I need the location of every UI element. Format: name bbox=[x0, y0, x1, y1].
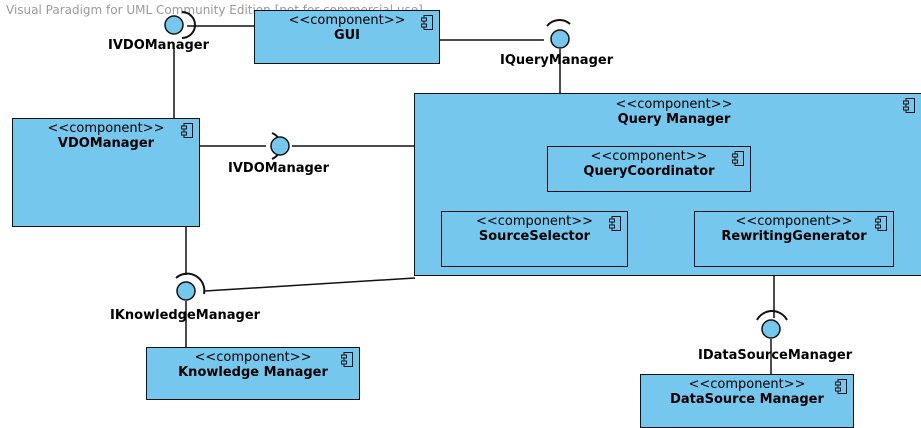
gui-stereotype: <<component>> bbox=[288, 13, 406, 28]
datasource-name: DataSource Manager bbox=[670, 392, 824, 407]
ivdo-mid-label: IVDOManager bbox=[228, 161, 330, 176]
component-icon bbox=[421, 15, 433, 30]
rewriting-stereotype: <<component>> bbox=[735, 214, 853, 229]
component-icon bbox=[835, 379, 847, 394]
selector-name: SourceSelector bbox=[478, 229, 591, 244]
query-name: Query Manager bbox=[617, 112, 731, 127]
component-icon bbox=[609, 216, 621, 231]
component-icon bbox=[341, 352, 353, 367]
coordinator-name: QueryCoordinator bbox=[583, 164, 715, 179]
ivdo-top-ball bbox=[164, 15, 184, 35]
query-to-iknowledge-line bbox=[204, 277, 416, 292]
source-selector-component[interactable]: <<component>> SourceSelector bbox=[441, 211, 628, 267]
vdo-name: VDOManager bbox=[57, 136, 155, 151]
iknowledge-socket bbox=[175, 272, 206, 295]
knowledge-manager-component[interactable]: <<component>> Knowledge Manager bbox=[146, 347, 360, 400]
idatasource-label: IDataSourceManager bbox=[698, 348, 853, 363]
component-icon bbox=[875, 216, 887, 231]
component-icon bbox=[181, 123, 193, 138]
datasource-stereotype: <<component>> bbox=[688, 377, 806, 392]
iquery-ball bbox=[550, 29, 570, 49]
gui-name: GUI bbox=[333, 28, 361, 43]
query-manager-component[interactable]: <<component>> Query Manager <<component>… bbox=[414, 93, 921, 276]
iquery-label: IQueryManager bbox=[500, 53, 614, 68]
coordinator-stereotype: <<component>> bbox=[590, 149, 708, 164]
idatasource-socket bbox=[756, 310, 788, 321]
component-icon bbox=[732, 151, 744, 166]
rewriting-generator-component[interactable]: <<component>> RewritingGenerator bbox=[694, 211, 894, 267]
rewriting-name: RewritingGenerator bbox=[721, 229, 867, 244]
iknowledge-ball bbox=[176, 281, 196, 301]
selector-stereotype: <<component>> bbox=[475, 214, 594, 229]
iknowledge-label: IKnowledgeManager bbox=[110, 308, 261, 323]
component-icon bbox=[903, 98, 915, 113]
vdo-manager-component[interactable]: <<component>> VDOManager bbox=[12, 118, 200, 227]
gui-component[interactable]: <<component>> GUI bbox=[254, 10, 440, 64]
knowledge-stereotype: <<component>> bbox=[194, 350, 312, 365]
ivdo-top-label: IVDOManager bbox=[108, 38, 210, 53]
ivdo-mid-ball bbox=[270, 136, 290, 156]
idatasource-ball bbox=[761, 319, 781, 339]
vdo-stereotype: <<component>> bbox=[47, 121, 165, 136]
knowledge-name: Knowledge Manager bbox=[178, 365, 328, 380]
query-stereotype: <<component>> bbox=[615, 97, 733, 112]
datasource-manager-component[interactable]: <<component>> DataSource Manager bbox=[640, 374, 854, 428]
query-coordinator-component[interactable]: <<component>> QueryCoordinator bbox=[547, 146, 751, 192]
ivdo-top-socket bbox=[181, 11, 196, 39]
iquery-socket bbox=[546, 19, 571, 27]
